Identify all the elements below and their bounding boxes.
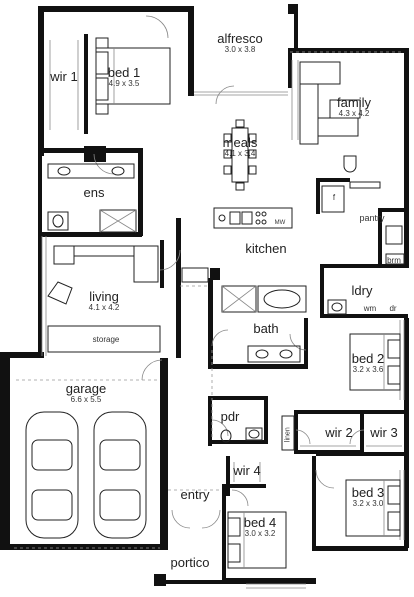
room-bath-name: bath (253, 321, 279, 336)
laundry-fixtures (327, 299, 347, 315)
room-bed2: bed 2 3.2 x 3.6 (352, 352, 385, 374)
room-meals-dims: 4.1 x 3.4 (224, 148, 256, 158)
room-bed3-dims: 3.2 x 3.0 (352, 498, 384, 508)
room-bed2-dims: 3.2 x 3.6 (352, 364, 384, 374)
room-linen-name: linen (284, 427, 292, 443)
room-bed1-dims: 4.9 x 3.5 (108, 78, 140, 88)
room-bed1: bed 1 4.9 x 3.5 (108, 66, 141, 88)
room-ldry-name: ldry (351, 283, 373, 298)
family-furniture (299, 61, 361, 173)
room-bed4: bed 4 3.0 x 3.2 (244, 516, 277, 538)
room-wir2: wir 2 (325, 426, 352, 440)
room-storage-name: storage (92, 335, 120, 344)
room-garage: garage 6.6 x 5.5 (66, 382, 106, 404)
room-wir3-name: wir 3 (370, 425, 398, 440)
living-furniture (47, 245, 161, 353)
room-entry-name: entry (180, 487, 210, 502)
room-garage-name: garage (65, 381, 107, 396)
room-dr-name: dr (389, 304, 397, 313)
room-bed1-name: bed 1 (107, 65, 141, 80)
room-meals: meals 4.1 x 3.4 (223, 136, 258, 158)
room-ens: ens (84, 186, 105, 200)
room-entry: entry (181, 488, 210, 502)
bed4-furniture (227, 511, 287, 569)
room-kitchen: kitchen (245, 242, 286, 256)
wardrobe-rails (233, 445, 402, 482)
room-portico-name: portico (170, 555, 210, 570)
room-bath: bath (253, 322, 278, 336)
linen-shelf (281, 415, 295, 451)
bed1-furniture (49, 37, 171, 130)
bath-fixtures (221, 285, 307, 363)
pantry-fixtures (321, 181, 405, 265)
room-wm-name: wm (363, 304, 377, 313)
walls (0, 4, 409, 586)
room-wir2-name: wir 2 (325, 425, 353, 440)
bed3-furniture (345, 479, 401, 537)
room-meals-name: meals (222, 135, 258, 150)
room-wir1-name: wir 1 (50, 69, 78, 84)
room-pantry-name: pantry (359, 213, 385, 223)
room-bed2-name: bed 2 (351, 351, 385, 366)
window-lines (41, 60, 405, 589)
fixture-mw-label: MW (274, 220, 286, 226)
ens-fixtures (47, 163, 137, 233)
room-storage: storage (92, 335, 120, 344)
meals-table (223, 119, 257, 191)
room-bed3-name: bed 3 (351, 485, 385, 500)
fixture-fridge: f (332, 193, 336, 202)
room-alfresco-dims: 3.0 x 3.8 (224, 44, 256, 54)
room-wm: wm (363, 304, 377, 313)
room-bed4-name: bed 4 (243, 515, 277, 530)
door-swings (93, 15, 365, 529)
room-bed4-dims: 3.0 x 3.2 (244, 528, 276, 538)
fixture-mw: MW (275, 220, 286, 226)
room-brm: brm (387, 256, 401, 265)
room-portico: portico (170, 556, 209, 570)
room-pantry: pantry (359, 213, 385, 223)
garage-cars (14, 411, 160, 549)
room-family: family 4.3 x 4.2 (337, 96, 371, 118)
room-bed3: bed 3 3.2 x 3.0 (352, 486, 385, 508)
room-living: living 4.1 x 4.2 (89, 290, 120, 312)
room-ens-name: ens (83, 185, 105, 200)
room-wir4-name: wir 4 (233, 463, 261, 478)
room-wir1: wir 1 (50, 70, 77, 84)
room-alfresco-name: alfresco (217, 31, 263, 46)
room-dr: dr (389, 304, 397, 313)
room-wir3: wir 3 (370, 426, 397, 440)
bed2-furniture (349, 333, 401, 391)
room-alfresco: alfresco 3.0 x 3.8 (217, 32, 263, 54)
fixture-fridge-label: f (332, 193, 336, 202)
room-pdr-name: pdr (220, 409, 240, 424)
room-kitchen-name: kitchen (245, 241, 287, 256)
room-family-name: family (337, 95, 371, 110)
room-ldry: ldry (352, 284, 373, 298)
pdr-fixtures (220, 427, 263, 443)
room-family-dims: 4.3 x 4.2 (338, 108, 370, 118)
room-garage-dims: 6.6 x 5.5 (70, 394, 102, 404)
room-pdr: pdr (221, 410, 240, 424)
dashed-lines (16, 51, 404, 491)
room-wir4: wir 4 (233, 464, 260, 478)
kitchen-island (181, 207, 293, 283)
room-brm-name: brm (387, 256, 401, 265)
room-living-dims: 4.1 x 4.2 (88, 302, 120, 312)
room-linen: linen (281, 424, 296, 443)
room-living-name: living (89, 289, 119, 304)
